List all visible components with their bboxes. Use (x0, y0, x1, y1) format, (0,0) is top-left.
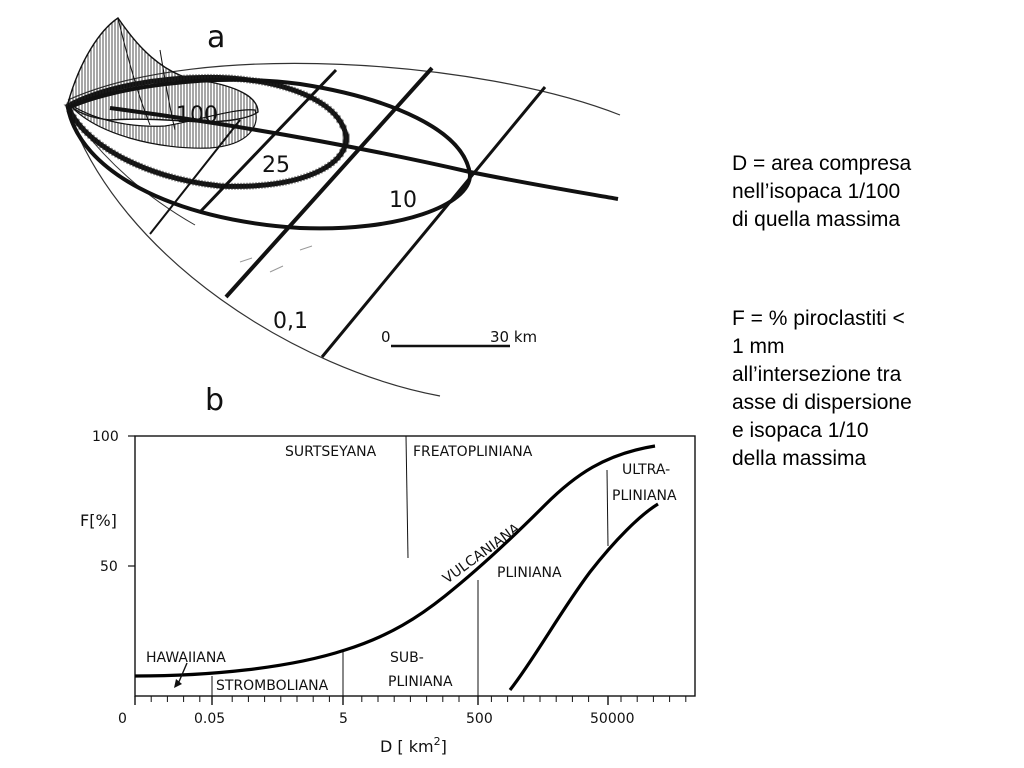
region-ultra: ULTRA- (622, 462, 670, 478)
y-tick-label-100: 100 (92, 429, 119, 445)
note-f-definition: F = % piroclastiti < 1 mm all’intersezio… (732, 305, 1012, 473)
panel-a: a 100 25 10 0,1 0 30 (63, 17, 621, 397)
x-tick-label-5: 5 (339, 711, 348, 727)
region-sub: SUB- (390, 650, 424, 666)
dispersion-axis (109, 106, 619, 201)
isopach-label-0-1: 0,1 (273, 309, 308, 334)
peak-ridge (117, 17, 151, 126)
isopach-label-100: 100 (176, 103, 218, 128)
divider-surtsey-freato (405, 435, 409, 559)
region-surtseyana: SURTSEYANA (285, 444, 377, 460)
isopach-label-10: 10 (389, 188, 417, 213)
note-f-line-5: e isopaca 1/10 (732, 419, 869, 442)
peak-ridge-2 (159, 49, 176, 131)
note-f-line-1: F = % piroclastiti < (732, 307, 905, 330)
note-d-line-1: D = area compresa (732, 152, 912, 175)
cross-line-2 (224, 66, 434, 299)
note-f-line-3: all’intersezione tra (732, 363, 902, 386)
isopach-100-band (67, 102, 257, 149)
cross-line-1 (198, 68, 338, 214)
y-tick-label-50: 50 (100, 559, 118, 575)
hawaiian-arrowhead (174, 679, 182, 688)
region-ultra-pliniana: PLINIANA (612, 488, 677, 504)
cross-line-3 (320, 86, 547, 358)
note-f-line-4: asse di dispersione (732, 391, 912, 414)
note-d-line-2: nell’isopaca 1/100 (732, 180, 901, 203)
note-d-line-3: di quella massima (732, 208, 901, 231)
hawaiian-arrow (177, 662, 188, 685)
x-tick-label-500: 500 (466, 711, 493, 727)
isopach-10-ring (65, 77, 473, 231)
y-axis-title: F[%] (80, 511, 117, 530)
x-tick-label-0: 0 (118, 711, 127, 727)
x-tick-label-50000: 50000 (590, 711, 635, 727)
divider-ultra (606, 469, 609, 547)
curve-upper (134, 444, 656, 678)
region-pliniana: PLINIANA (497, 565, 562, 581)
region-freatopliniana: FREATOPLINIANA (413, 444, 533, 460)
region-stromboliana: STROMBOLIANA (216, 678, 329, 694)
x-minor-ticks (134, 696, 687, 705)
scale-bar-start: 0 (381, 328, 391, 346)
panel-b-letter: b (205, 383, 224, 418)
note-d-definition: D = area compresa nell’isopaca 1/100 di … (732, 150, 1012, 234)
terrain-texture (239, 245, 313, 273)
envelope-lower (67, 109, 441, 397)
cross-line-4 (149, 119, 241, 235)
scale-bar: 0 30 km (381, 328, 537, 348)
isopach-label-25: 25 (262, 153, 290, 178)
note-f-line-6: della massima (732, 447, 867, 470)
x-axis-title: D [ km2] (380, 735, 447, 756)
scale-bar-end: 30 km (490, 328, 537, 346)
note-f-line-2: 1 mm (732, 335, 785, 358)
region-hawaiiana: HAWAIIANA (146, 650, 226, 666)
region-sub-pliniana: PLINIANA (388, 674, 453, 690)
panel-a-letter: a (207, 20, 225, 55)
isopach-25-ring-hatch (63, 73, 350, 190)
curve-lower (508, 502, 659, 691)
x-tick-label-0-05: 0.05 (194, 711, 225, 727)
panel-b: b 100 50 F[%] 0 0.05 5 500 50000 D [ km2… (80, 383, 696, 756)
